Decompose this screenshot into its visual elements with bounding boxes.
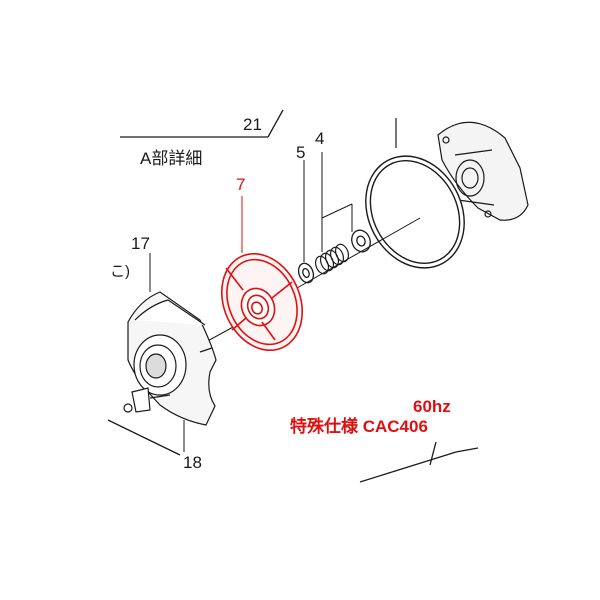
o-ring — [365, 155, 465, 269]
frame-lines — [107, 109, 479, 483]
part-7-impeller — [220, 252, 304, 352]
pump-cover-17 — [123, 291, 217, 426]
spring — [314, 243, 350, 275]
part-17-side-mark: こ) — [110, 263, 130, 280]
part-label-7: 7 — [236, 175, 246, 194]
washer-5 — [297, 262, 315, 284]
washer-right — [351, 229, 371, 253]
detail-title: A部詳細 — [140, 149, 203, 168]
note-frequency: 60hz — [413, 397, 451, 416]
part-label-17: 17 — [131, 234, 150, 253]
section-number-21: 21 — [243, 115, 262, 134]
part-label-4: 4 — [315, 129, 325, 148]
part-label-18: 18 — [183, 453, 202, 472]
note-special-spec: 特殊仕様 CAC406 — [290, 417, 428, 436]
pump-housing-right — [395, 118, 529, 221]
part-label-5: 5 — [296, 143, 306, 162]
